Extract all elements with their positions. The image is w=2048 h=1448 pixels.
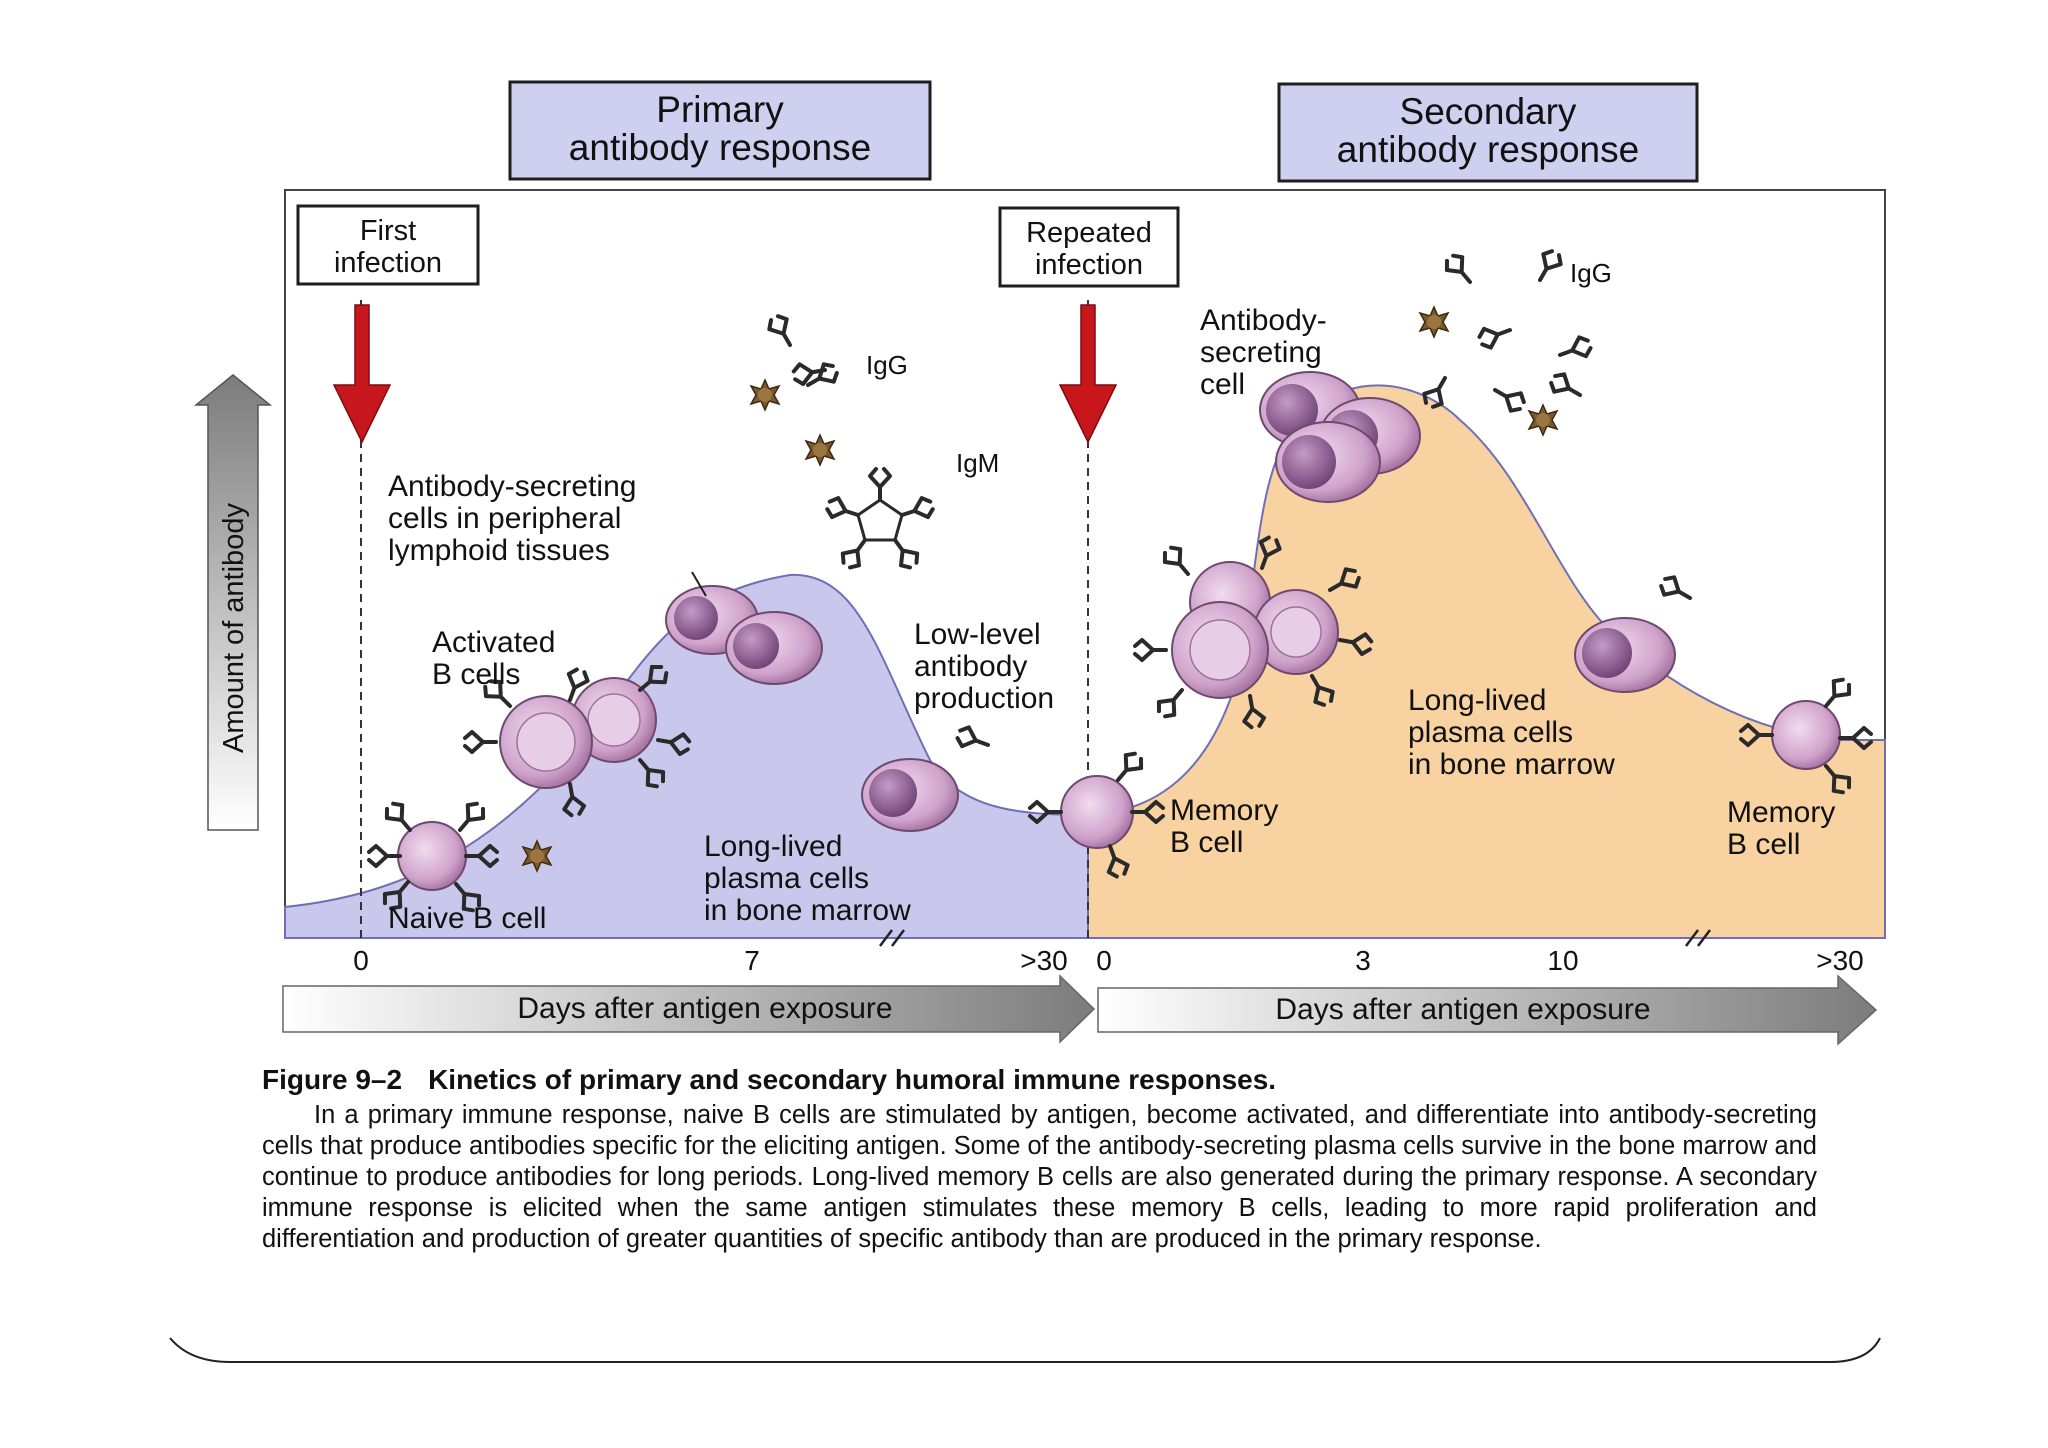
axis-break-icon [1685,929,1711,947]
figure-number: Figure 9–2 [262,1064,403,1095]
low-level-production-label: Low-level antibody production [914,618,1054,715]
igg-label-secondary: IgG [1570,258,1612,288]
label-line: Antibody- [1200,304,1327,337]
secondary-x-ticks: 0 3 10 >30 [1096,929,1864,976]
caption-body: In a primary immune response, naive B ce… [262,1101,1817,1253]
leader-line [691,571,707,597]
caption-heading: Figure 9–2 Kinetics of primary and second… [262,1064,1817,1096]
label-line: plasma cells [704,862,869,895]
figure-caption: Figure 9–2 Kinetics of primary and second… [262,1064,1817,1255]
label-line: antibody [914,650,1027,683]
primary-x-axis-label: Days after antigen exposure [517,992,892,1025]
igg-label: IgG [866,350,908,380]
secondary-header-line1: Secondary [1400,91,1577,132]
primary-response-header: Primary antibody response [508,80,932,181]
secondary-asc-label: Antibody- secreting cell [1200,304,1327,401]
repeated-infection-line1: Repeated [1026,217,1152,249]
primary-header-line2: antibody response [569,127,871,168]
primary-asc-label: Antibody-secreting cells in peripheral l… [388,470,636,567]
label-line: secreting [1200,336,1322,369]
label-line: Long-lived [1408,684,1546,717]
naive-b-cell [367,797,499,917]
label-line: lymphoid tissues [388,534,610,567]
repeated-infection-line2: infection [1035,249,1143,281]
secondary-x-axis-arrow: Days after antigen exposure [1097,974,1878,1046]
tick-label: >30 [1816,945,1864,976]
tick-label: 10 [1547,945,1578,976]
tick-label: 0 [1096,945,1112,976]
secondary-header-line2: antibody response [1337,129,1639,170]
caption-title: Kinetics of primary and secondary humora… [428,1064,1277,1095]
label-line: Long-lived [704,830,842,863]
y-axis-label: Amount of antibody [218,503,250,753]
memory-b-cell-label-right: Memory B cell [1727,796,1835,861]
primary-x-ticks: 0 7 >30 [353,929,1068,976]
label-line: Memory [1727,796,1835,829]
secondary-antibody-curve [1087,384,1886,939]
secondary-x-axis-label: Days after antigen exposure [1275,993,1650,1026]
primary-header-line1: Primary [656,89,784,130]
primary-igg-cluster: IgG [750,311,908,411]
repeated-infection-label: Repeated infection [998,206,1180,288]
secondary-antibody-secreting-cells [1259,371,1421,503]
label-line: B cell [1170,826,1243,859]
right-memory-b-cell [1739,673,1873,799]
label-line: B cell [1727,828,1800,861]
secondary-llpc-label: Long-lived plasma cells in bone marrow [1408,684,1615,781]
secondary-activated-b-cells [1133,533,1375,731]
primary-llpc-label: Long-lived plasma cells in bone marrow [704,830,911,927]
label-line: production [914,682,1054,715]
label-line: plasma cells [1408,716,1573,749]
activated-b-cells-label: Activated B cells [432,626,555,691]
igm-pentamer: IgM [805,434,999,571]
primary-x-axis-arrow: Days after antigen exposure [282,974,1096,1044]
tick-label: 7 [744,945,760,976]
igm-label: IgM [956,448,999,478]
y-axis-arrow: Amount of antibody [193,374,273,831]
label-line: Antibody-secreting [388,470,636,503]
first-infection-arrow [332,304,392,444]
label-line: Low-level [914,618,1041,651]
label-line: in bone marrow [1408,748,1615,781]
repeated-infection-arrow [1058,304,1118,444]
naive-b-cell-label: Naive B cell [388,902,546,935]
memory-b-cell-transition [1028,747,1165,881]
label-line: B cells [432,658,520,691]
axis-break-icon [879,929,905,947]
first-infection-line2: infection [334,247,442,279]
secondary-igg-cluster: IgG [1418,246,1612,436]
label-line: Activated [432,626,555,659]
primary-antibody-secreting-cells [665,585,823,685]
label-line: cells in peripheral [388,502,621,535]
label-line: cell [1200,368,1245,401]
memory-b-cell-label-mid: Memory B cell [1170,794,1278,859]
first-infection-line1: First [360,215,416,247]
label-line: Memory [1170,794,1278,827]
tick-label: 3 [1355,945,1371,976]
tick-label: 0 [353,945,369,976]
primary-long-lived-plasma-cell [861,758,959,832]
label-line: in bone marrow [704,894,911,927]
activated-b-cells [463,660,693,819]
secondary-long-lived-plasma-cell [1574,617,1676,693]
tick-label: >30 [1020,945,1068,976]
slide-frame [169,1337,1881,1363]
first-infection-label: First infection [296,204,480,286]
secondary-response-header: Secondary antibody response [1277,82,1699,183]
